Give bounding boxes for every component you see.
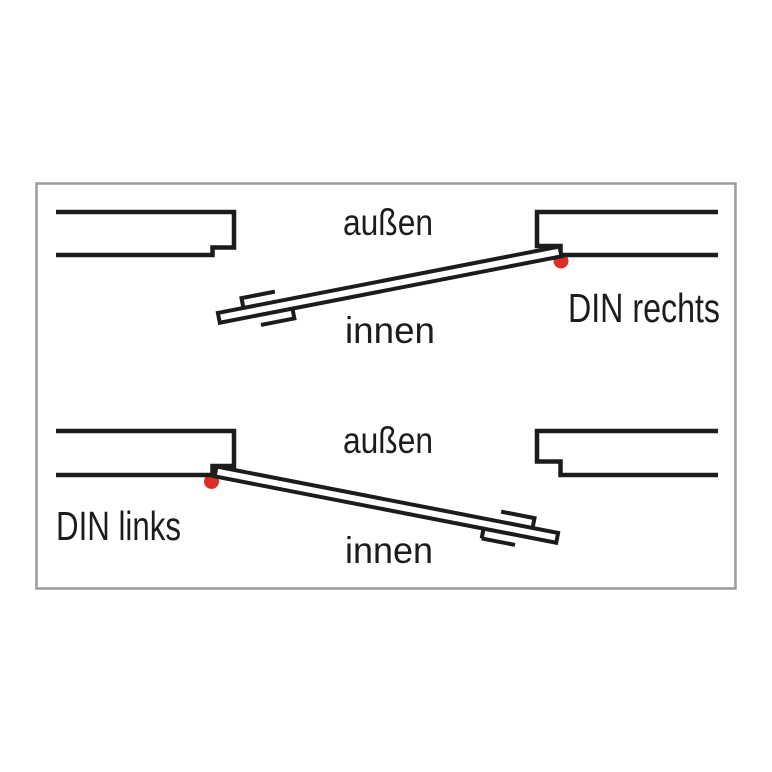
label-din-links: DIN links — [56, 503, 181, 549]
label-din-rechts: DIN rechts — [568, 285, 720, 331]
label-inside-top: innen — [345, 310, 435, 351]
linework — [56, 209, 718, 547]
door-handle-outside — [500, 509, 537, 530]
door-leaf-din-rechts — [215, 244, 564, 327]
wall-bottom-right — [534, 428, 718, 478]
label-outside-bottom: außen — [343, 420, 433, 461]
door-panel — [212, 464, 561, 546]
label-outside-top: außen — [343, 202, 433, 243]
door-panel — [215, 244, 564, 326]
door-handle-inside — [479, 527, 516, 547]
door-leaf-din-links — [212, 464, 561, 547]
label-inside-bottom: innen — [345, 530, 433, 571]
door-handle-inside — [260, 307, 297, 327]
door-handle-outside — [239, 289, 276, 310]
wall-top-right — [534, 209, 718, 258]
diagram-frame — [35, 182, 737, 590]
wall-top-left — [56, 209, 237, 258]
